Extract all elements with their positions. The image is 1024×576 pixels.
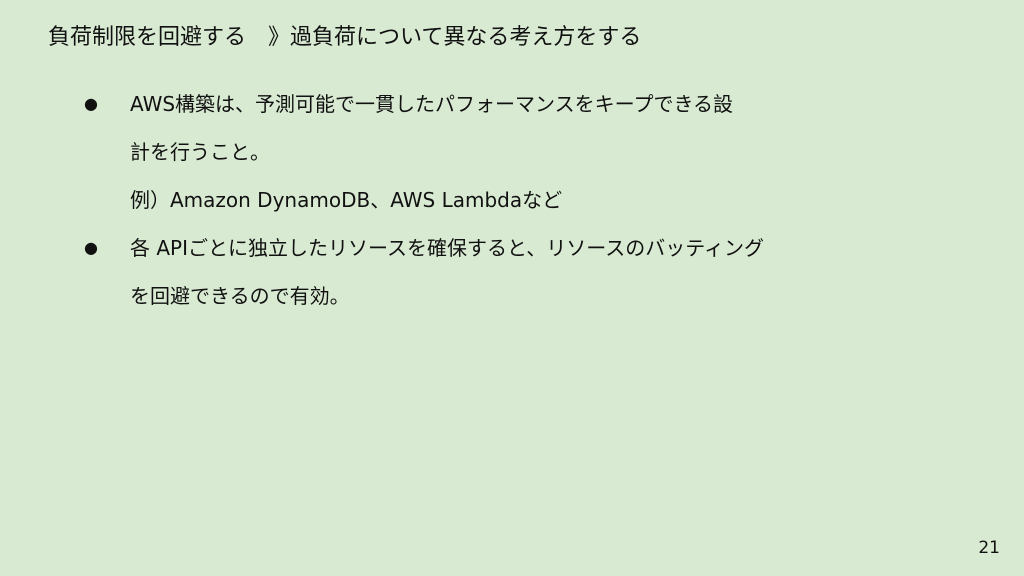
bullet-item-api-resources: ● 各 APIごとに独立したリソースを確保すると、リソースのバッティング を回避… xyxy=(0,224,1024,320)
page-number: 21 xyxy=(978,538,1000,558)
bullet-icon: ● xyxy=(84,238,98,257)
bullet-text-line: AWS構築は、予測可能で一貫したパフォーマンスをキープできる設 xyxy=(130,92,734,116)
bullet-list: ● AWS構築は、予測可能で一貫したパフォーマンスをキープできる設 計を行うこと… xyxy=(0,80,1024,320)
slide-title: 負荷制限を回避する 》過負荷について異なる考え方をする xyxy=(48,25,642,50)
bullet-icon: ● xyxy=(84,94,98,113)
bullet-item-aws-design: ● AWS構築は、予測可能で一貫したパフォーマンスをキープできる設 計を行うこと… xyxy=(0,80,1024,224)
bullet-text-line: を回避できるので有効。 xyxy=(130,284,350,308)
bullet-text-line: 計を行うこと。 xyxy=(130,140,270,164)
bullet-example-line: 例）Amazon DynamoDB、AWS Lambdaなど xyxy=(130,188,563,212)
bullet-text-line: 各 APIごとに独立したリソースを確保すると、リソースのバッティング xyxy=(130,236,764,260)
